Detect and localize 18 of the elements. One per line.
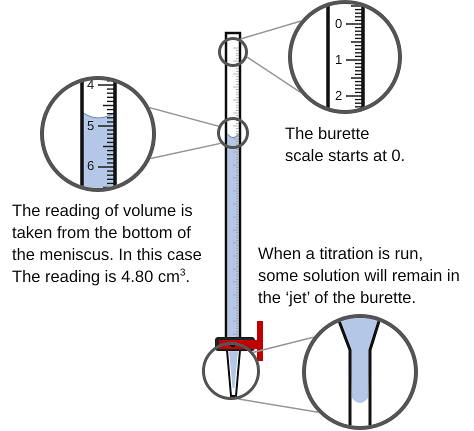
leader-line <box>238 398 318 414</box>
leader-line <box>150 106 219 127</box>
note-text: The burette scale starts at 0. <box>285 124 406 167</box>
leader-line <box>253 336 314 354</box>
note-text: When a titration is run, some solution will remain in the ‘jet’ of the burette. <box>258 244 461 309</box>
magnifier-circle <box>202 342 260 400</box>
note-text: The reading of volume is taken from the bottom of the meniscus. In this case The reading is 4.80 cm$^{3}$. <box>12 201 203 288</box>
magnifier-circle <box>218 37 248 67</box>
leader-line <box>246 56 301 93</box>
scale-number: 2 <box>335 89 342 102</box>
scale-number: 0 <box>335 17 342 30</box>
leader-line <box>240 20 301 40</box>
leader-line <box>150 142 221 160</box>
scale-number: 4 <box>87 80 94 91</box>
scale-number: 6 <box>87 159 94 172</box>
scale-number: 5 <box>87 119 94 132</box>
scale-number: 1 <box>335 53 342 66</box>
magnifier-circle <box>217 117 249 149</box>
